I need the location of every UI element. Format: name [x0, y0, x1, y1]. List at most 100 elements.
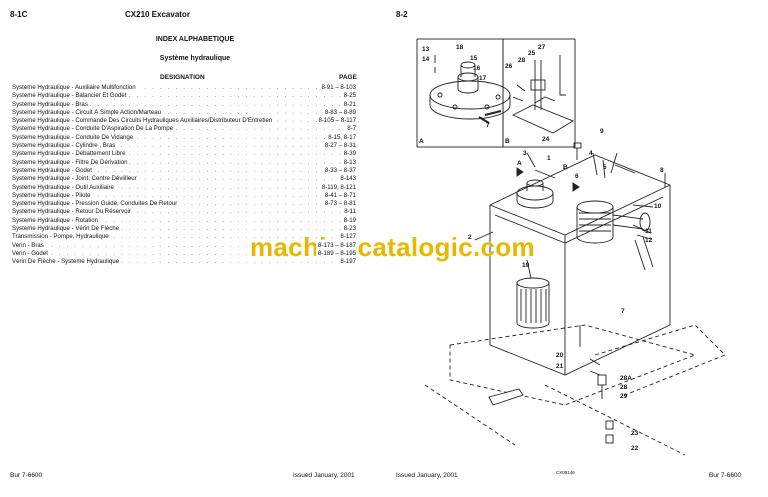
index-row-label: Systeme Hydraulique - Godet [12, 166, 94, 176]
inset-b-frame [502, 38, 576, 148]
left-footer-doc-code: Bur 7-6600 [10, 472, 43, 479]
dot-leader: . . . . . . . . . . . . . . . . . . . . … [12, 241, 356, 249]
index-row-label: Systeme Hydraulique - Débattement Libre [12, 150, 128, 159]
dot-leader: . . . . . . . . . . . . . . . . . . . . … [12, 200, 356, 208]
dot-leader: . . . . . . . . . . . . . . . . . . . . … [12, 208, 356, 216]
callout-22: 22 [631, 445, 639, 452]
dot-leader: . . . . . . . . . . . . . . . . . . . . … [12, 249, 356, 257]
index-row: . . . . . . . . . . . . . . . . . . . . … [12, 175, 356, 184]
index-row: . . . . . . . . . . . . . . . . . . . . … [12, 258, 356, 267]
dot-leader: . . . . . . . . . . . . . . . . . . . . … [12, 142, 356, 150]
callout-20: 20 [556, 352, 564, 359]
callout-11: 11 [645, 228, 652, 235]
index-row-label: Systeme Hydraulique - Retour Du Réservoi… [12, 208, 133, 217]
right-page-number: 8-2 [396, 10, 408, 19]
index-row-label: Systeme Hydraulique - Outil Auxiliaire [12, 183, 116, 192]
column-header-designation: DESIGNATION [160, 74, 205, 81]
index-row: . . . . . . . . . . . . . . . . . . . . … [12, 125, 356, 134]
index-row-label: Verin - Godet [12, 249, 50, 259]
callout-5: 5 [603, 164, 607, 171]
inset-a-label: A [419, 138, 424, 145]
callout-24: 24 [542, 136, 550, 143]
callout-6: 6 [575, 173, 579, 180]
index-row-page: 8-83 – 8-89 [322, 108, 356, 118]
index-row-label: Transmission - Pompe, Hydraulique [12, 233, 111, 242]
index-row: . . . . . . . . . . . . . . . . . . . . … [12, 208, 356, 217]
index-row-label: Systeme Hydraulique - Conduite De Vidang… [12, 133, 136, 143]
index-row-page: 8-105 – 8-117 [316, 117, 356, 126]
index-row-label: Systeme Hydraulique - Bras [12, 100, 90, 109]
index-row: . . . . . . . . . . . . . . . . . . . . … [12, 108, 356, 118]
index-row-label: Verin - Bras [12, 241, 46, 250]
index-row: . . . . . . . . . . . . . . . . . . . . … [12, 92, 356, 101]
index-row: . . . . . . . . . . . . . . . . . . . . … [12, 133, 356, 143]
index-row: . . . . . . . . . . . . . . . . . . . . … [12, 142, 356, 151]
index-row-page: 8-91 – 8-103 [319, 84, 356, 93]
index-row-label: Systeme Hydraulique - Pression Guide, Co… [12, 200, 180, 209]
index-row: . . . . . . . . . . . . . . . . . . . . … [12, 249, 356, 259]
index-title: INDEX ALPHABETIQUE [155, 36, 235, 43]
index-row-label: Systeme Hydraulique - Pilote [12, 191, 93, 201]
right-footer-drawing-code: CX08146 [556, 470, 575, 475]
index-row-page: 8-143 [338, 175, 356, 184]
callout-8: 8 [660, 167, 664, 174]
index-row: . . . . . . . . . . . . . . . . . . . . … [12, 84, 356, 93]
index-row: . . . . . . . . . . . . . . . . . . . . … [12, 183, 356, 192]
callout-28a: 28A [620, 375, 632, 382]
index-row-label: Systeme Hydraulique - Joint, Centre Dévi… [12, 175, 139, 184]
index-row: . . . . . . . . . . . . . . . . . . . . … [12, 216, 356, 226]
callout-10: 10 [654, 203, 662, 210]
callout-13: 13 [422, 46, 430, 53]
index-row-page: 8-11 [342, 208, 356, 217]
callout-28: 28 [518, 57, 526, 64]
index-row: . . . . . . . . . . . . . . . . . . . . … [12, 191, 356, 201]
right-footer-doc-code: Bur 7-6600 [709, 472, 742, 479]
index-row-label: Systeme Hydraulique - Balancier Et Godet [12, 92, 129, 101]
callout-28-main: 28 [620, 384, 628, 391]
index-subtitle: Système hydraulique [159, 55, 231, 62]
index-row-label: Systeme Hydraulique - Commande Des Circu… [12, 117, 275, 126]
index-row-label: Systeme Hydraulique - Vérin De Flèche [12, 225, 122, 234]
callout-23: 23 [631, 430, 639, 437]
callout-15: 15 [470, 55, 478, 62]
index-row: . . . . . . . . . . . . . . . . . . . . … [12, 100, 356, 109]
dot-leader: . . . . . . . . . . . . . . . . . . . . … [12, 84, 356, 91]
index-row-page: 8-13 [341, 158, 356, 167]
index-row: . . . . . . . . . . . . . . . . . . . . … [12, 241, 356, 250]
callout-2: 2 [468, 234, 472, 241]
dot-leader: . . . . . . . . . . . . . . . . . . . . … [12, 233, 356, 241]
index-row-page: 8-73 – 8-81 [322, 200, 356, 209]
index-row-page: 8-41 – 8-71 [322, 191, 356, 201]
callout-1: 1 [547, 155, 551, 162]
index-row-label: Systeme Hydraulique - Cylindre , Bras [12, 142, 118, 151]
callout-25: 25 [528, 50, 536, 57]
watermark-text: machinecatalogic.com [250, 232, 535, 262]
left-footer-issued: Issued January, 2001 [293, 472, 355, 479]
index-row-page: 8-21 [341, 100, 356, 109]
index-row-page: 8-173 – 8-187 [316, 241, 356, 250]
dot-leader: . . . . . . . . . . . . . . . . . . . . … [12, 175, 356, 183]
dot-leader: . . . . . . . . . . . . . . . . . . . . … [12, 92, 356, 100]
index-row-page: 8-19 [341, 216, 356, 226]
callout-a: A [517, 160, 522, 167]
dot-leader: . . . . . . . . . . . . . . . . . . . . … [12, 166, 356, 174]
index-row-page: 8-7 [345, 125, 356, 134]
dot-leader: . . . . . . . . . . . . . . . . . . . . … [12, 125, 356, 133]
index-row-page: 8-15, 8-17 [326, 133, 356, 143]
dot-leader: . . . . . . . . . . . . . . . . . . . . … [12, 100, 356, 108]
callout-27: 27 [538, 44, 546, 51]
column-header-page: PAGE [339, 74, 357, 81]
index-row: . . . . . . . . . . . . . . . . . . . . … [12, 200, 356, 209]
dot-leader: . . . . . . . . . . . . . . . . . . . . … [12, 191, 356, 199]
callout-7-main: 7 [621, 308, 625, 315]
callout-7: 7 [486, 122, 490, 129]
index-row-label: Systeme Hydraulique - Filtre De Dérivati… [12, 158, 130, 167]
index-row-label: Systeme Hydraulique - Conduite D'Aspirat… [12, 125, 176, 134]
callout-b: B [563, 164, 568, 171]
dot-leader: . . . . . . . . . . . . . . . . . . . . … [12, 183, 356, 191]
dot-leader: . . . . . . . . . . . . . . . . . . . . … [12, 216, 356, 224]
dot-leader: . . . . . . . . . . . . . . . . . . . . … [12, 258, 356, 266]
index-list: . . . . . . . . . . . . . . . . . . . . … [12, 84, 356, 267]
callout-12: 12 [645, 237, 653, 244]
index-row-page: 8-127 [338, 233, 356, 242]
